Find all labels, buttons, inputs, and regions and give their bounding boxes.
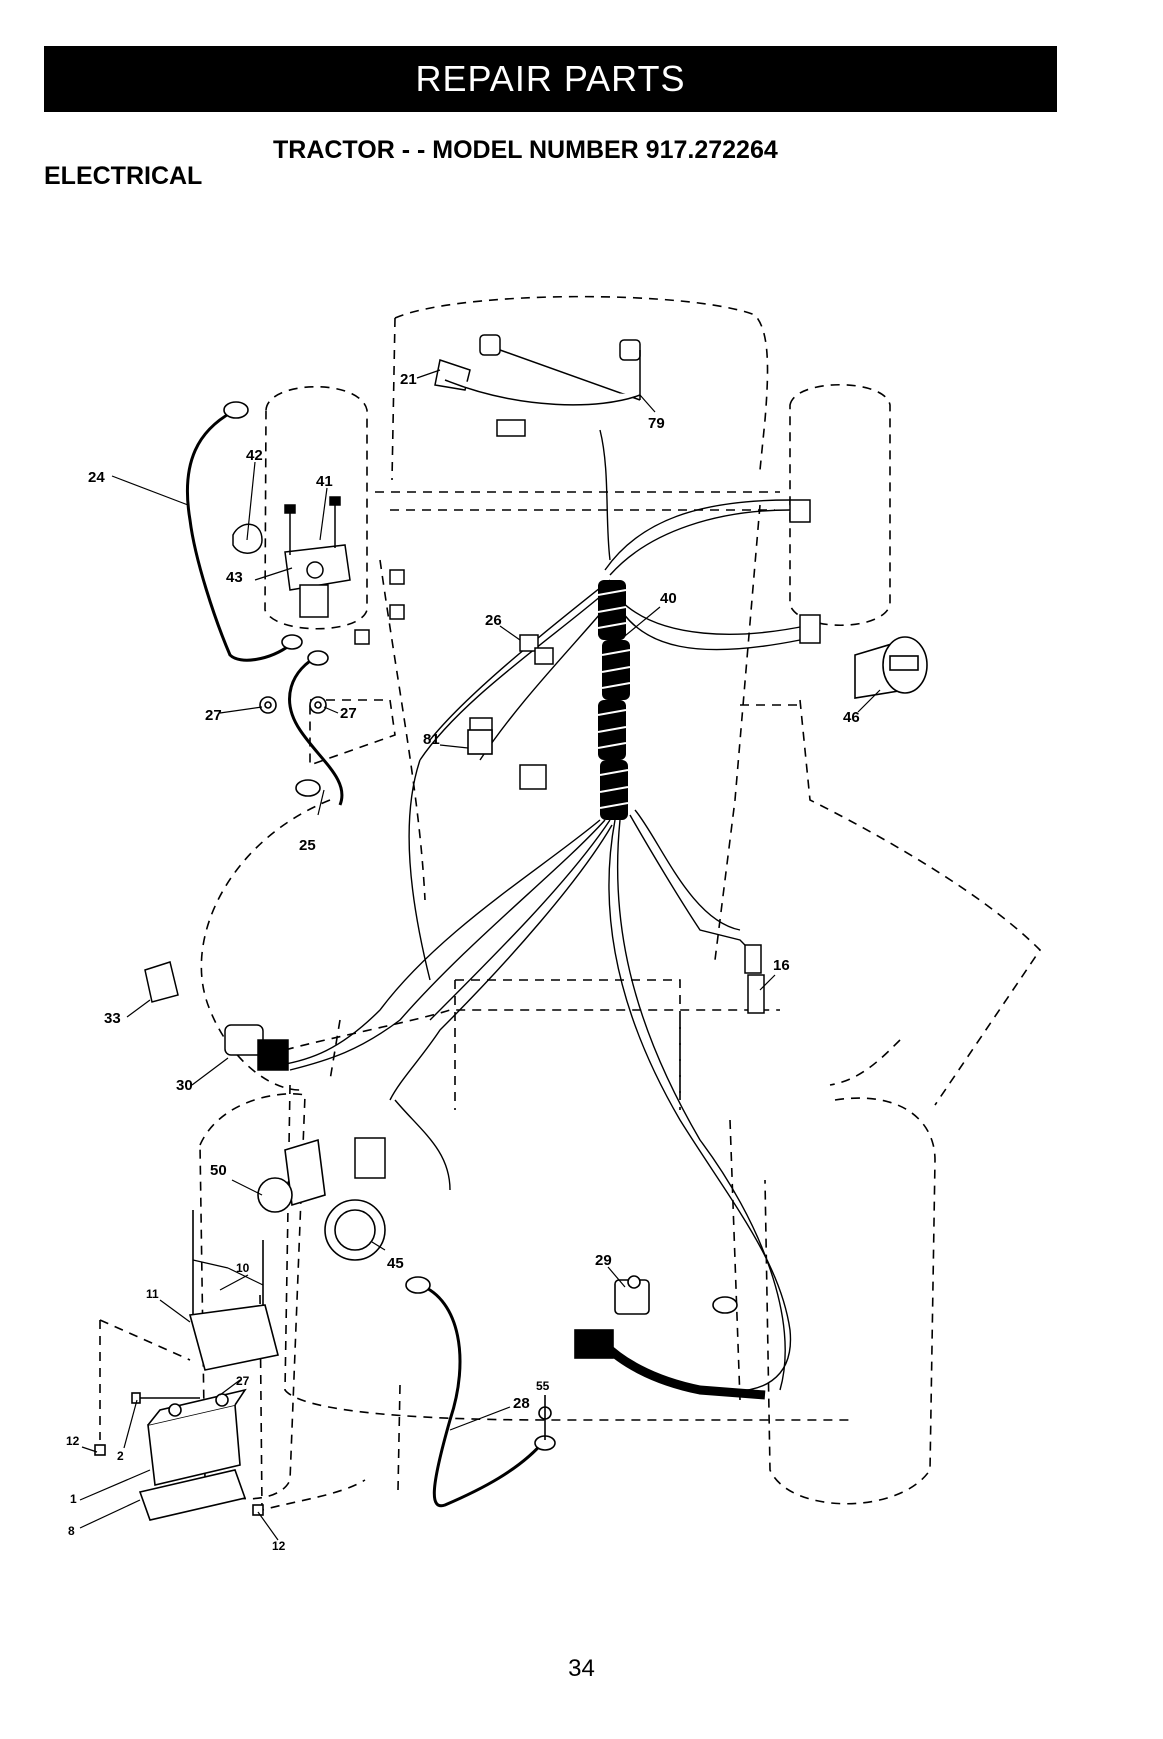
page-number: 34 bbox=[0, 1655, 1163, 1683]
callout-30: 30 bbox=[176, 1077, 193, 1094]
callout-labels: 1 2 8 10 11 12 12 16 21 24 25 26 27 27 2… bbox=[66, 371, 860, 1553]
callout-33: 33 bbox=[104, 1010, 121, 1027]
callout-26: 26 bbox=[485, 612, 502, 629]
callout-8: 8 bbox=[68, 1524, 75, 1538]
starter-solenoid bbox=[233, 497, 350, 617]
callout-10: 10 bbox=[236, 1261, 250, 1275]
callout-25: 25 bbox=[299, 837, 316, 854]
callout-1: 1 bbox=[70, 1492, 77, 1506]
headlight-sockets bbox=[435, 335, 640, 436]
callout-45: 45 bbox=[387, 1255, 404, 1272]
callout-29: 29 bbox=[595, 1252, 612, 1269]
callout-16: 16 bbox=[773, 957, 790, 974]
callout-28: 28 bbox=[513, 1395, 530, 1412]
callout-21: 21 bbox=[400, 371, 417, 388]
callout-55: 55 bbox=[536, 1379, 550, 1393]
callout-79: 79 bbox=[648, 415, 665, 432]
harness-coil bbox=[598, 580, 630, 820]
seat-switch bbox=[575, 1276, 765, 1395]
callout-2: 2 bbox=[117, 1449, 124, 1463]
callout-12-right: 12 bbox=[272, 1539, 286, 1553]
hour-meter bbox=[855, 637, 927, 698]
callout-27-right: 27 bbox=[340, 705, 357, 722]
callout-46: 46 bbox=[843, 709, 860, 726]
callout-24: 24 bbox=[88, 469, 105, 486]
relay-and-fastener bbox=[468, 730, 551, 1440]
ignition-switch bbox=[145, 962, 288, 1070]
lock-nuts bbox=[260, 697, 326, 713]
battery-assembly bbox=[95, 1210, 278, 1520]
callout-81: 81 bbox=[423, 731, 440, 748]
callout-43: 43 bbox=[226, 569, 243, 586]
callout-42: 42 bbox=[246, 447, 263, 464]
callout-41: 41 bbox=[316, 473, 333, 490]
callout-11: 11 bbox=[146, 1287, 159, 1301]
callout-12-left: 12 bbox=[66, 1434, 80, 1448]
callout-27-battery: 27 bbox=[236, 1374, 250, 1388]
callout-40: 40 bbox=[660, 590, 677, 607]
callout-27-left: 27 bbox=[205, 707, 222, 724]
callout-50: 50 bbox=[210, 1162, 227, 1179]
